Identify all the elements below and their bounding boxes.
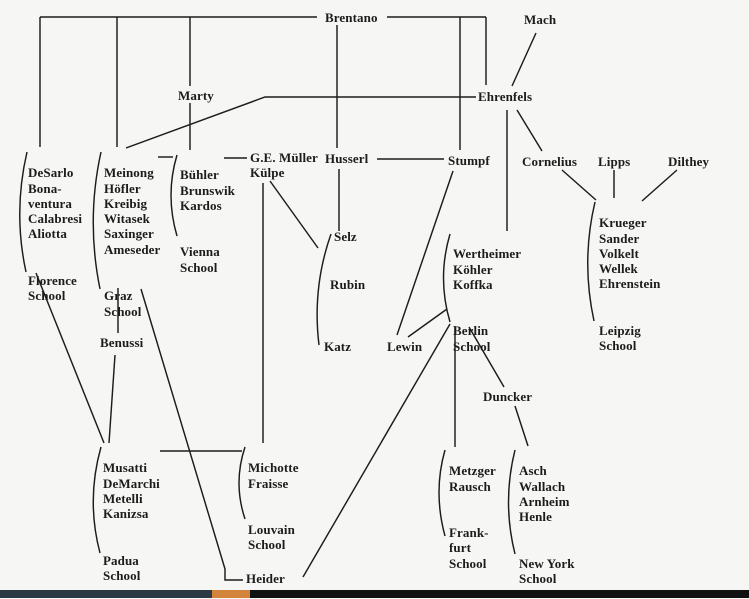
group-frankfurt-school: Metzger Rausch Frank- furt School bbox=[449, 448, 496, 586]
frankfurt-school-label: Frank- furt School bbox=[449, 525, 489, 571]
leipzig-school-label: Leipzig School bbox=[599, 323, 641, 354]
newyork-members: Asch Wallach Arnheim Henle bbox=[519, 463, 570, 525]
edge-stumpf-lewin bbox=[396, 170, 454, 336]
node-mach: Mach bbox=[524, 12, 557, 27]
edge-kulpe-selz bbox=[269, 180, 319, 249]
edge-benussi-musatti bbox=[108, 354, 116, 444]
group-leipzig-school: Krueger Sander Volkelt Wellek Ehrenstein… bbox=[599, 200, 660, 369]
padua-school-label: Padua School bbox=[103, 552, 141, 584]
group-padua-school: Musatti DeMarchi Metelli Kanizsa Padua S… bbox=[103, 445, 160, 599]
bracket-leipzig bbox=[587, 201, 596, 322]
node-heider: Heider bbox=[246, 571, 285, 586]
bracket-selz-group bbox=[316, 233, 332, 346]
node-lipps: Lipps bbox=[598, 154, 631, 169]
node-marty: Marty bbox=[178, 88, 214, 103]
edge-dilthey-krueger bbox=[641, 169, 678, 202]
node-cornelius: Cornelius bbox=[522, 154, 578, 169]
scan-edge-bar-left bbox=[0, 590, 212, 598]
florence-school-label: Florence School bbox=[28, 273, 77, 304]
group-graz-school: Meinong Höfler Kreibig Witasek Saxinger … bbox=[104, 150, 160, 334]
group-vienna-school: Bühler Brunswik Kardos Vienna School bbox=[180, 152, 235, 290]
bracket-newyork bbox=[507, 449, 516, 555]
bracket-florence bbox=[19, 151, 28, 273]
edge-florence-musatti bbox=[35, 272, 105, 444]
group-berlin-school: Wertheimer Köhler Koffka Berlin School bbox=[453, 231, 521, 369]
group-newyork-school: Asch Wallach Arnheim Henle New York Scho… bbox=[519, 448, 575, 599]
graz-school-label: Graz School bbox=[104, 288, 142, 319]
node-lewin: Lewin bbox=[387, 339, 423, 354]
node-ge-muller-kulpe: G.E. Müller Külpe bbox=[250, 150, 318, 181]
leipzig-members: Krueger Sander Volkelt Wellek Ehrenstein bbox=[599, 215, 661, 292]
bracket-vienna bbox=[170, 154, 178, 237]
louvain-school-label: Louvain School bbox=[248, 522, 295, 553]
louvain-members: Michotte Fraisse bbox=[248, 460, 299, 491]
edge-graz-heider bbox=[140, 288, 243, 581]
florence-members: DeSarlo Bona- ventura Calabresi Aliotta bbox=[28, 165, 83, 242]
berlin-school-label: Berlin School bbox=[453, 323, 491, 354]
group-florence-school: DeSarlo Bona- ventura Calabresi Aliotta … bbox=[28, 150, 82, 319]
node-stumpf: Stumpf bbox=[448, 153, 490, 168]
group-louvain-school: Michotte Fraisse Louvain School bbox=[248, 445, 299, 568]
edge-berlin-duncker bbox=[468, 326, 505, 388]
vienna-members: Bühler Brunswik Kardos bbox=[180, 167, 235, 213]
bracket-frankfurt bbox=[438, 449, 446, 537]
edge-lewin-berlin bbox=[407, 308, 448, 338]
node-ehrenfels: Ehrenfels bbox=[478, 89, 533, 104]
edge-berlin-heider bbox=[302, 323, 451, 578]
edge-ehrenfels-cornelius bbox=[516, 109, 543, 152]
bracket-louvain bbox=[238, 446, 246, 520]
scan-edge-bar-orange bbox=[212, 590, 250, 598]
node-duncker: Duncker bbox=[483, 389, 533, 404]
bracket-padua bbox=[92, 446, 102, 554]
edge-ehrenfels-meinong bbox=[125, 96, 476, 149]
frankfurt-members: Metzger Rausch bbox=[449, 463, 496, 494]
scan-edge-bar bbox=[0, 590, 749, 598]
edge-duncker-asch bbox=[514, 405, 529, 447]
edge-cornelius-krueger bbox=[561, 169, 597, 201]
berlin-members: Wertheimer Köhler Koffka bbox=[453, 246, 522, 292]
node-dilthey: Dilthey bbox=[668, 154, 710, 169]
node-rubin: Rubin bbox=[330, 277, 366, 292]
node-husserl: Husserl bbox=[325, 151, 369, 166]
edge-mach-ehrenfels bbox=[511, 32, 537, 87]
vienna-school-label: Vienna School bbox=[180, 244, 220, 275]
bracket-graz bbox=[92, 151, 102, 290]
node-benussi: Benussi bbox=[100, 335, 144, 350]
bracket-berlin bbox=[442, 233, 451, 323]
newyork-school-label: New York School bbox=[519, 555, 575, 587]
node-selz: Selz bbox=[334, 229, 357, 244]
node-brentano: Brentano bbox=[325, 10, 378, 25]
graz-members: Meinong Höfler Kreibig Witasek Saxinger … bbox=[104, 165, 161, 257]
padua-members: Musatti DeMarchi Metelli Kanizsa bbox=[103, 460, 160, 522]
node-katz: Katz bbox=[324, 339, 352, 354]
